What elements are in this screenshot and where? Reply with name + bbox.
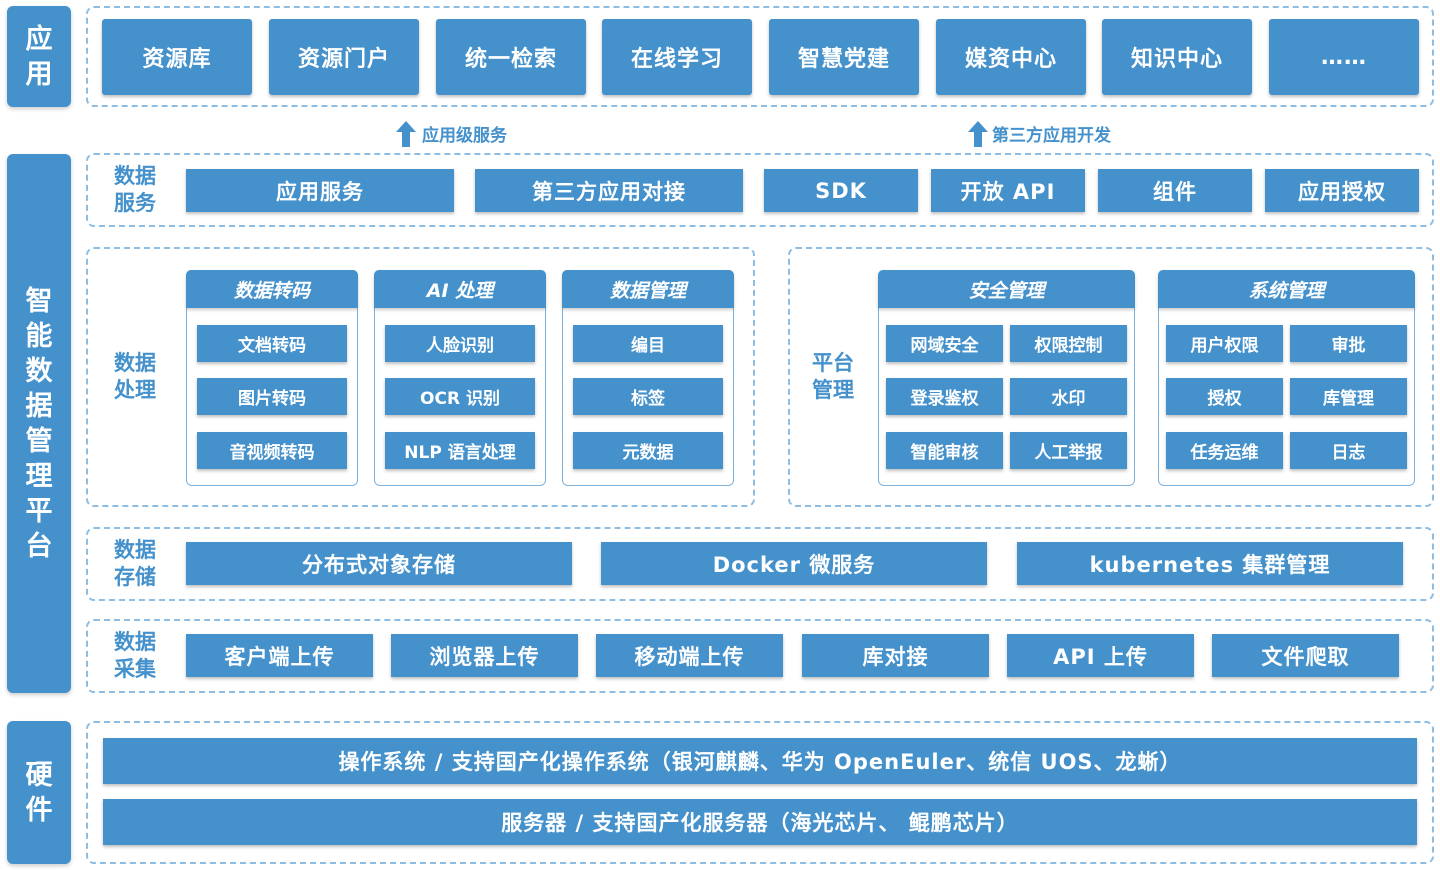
data-processing-label: 数据处理 [114, 351, 156, 402]
data-storage-label: 数据存储 [114, 538, 156, 589]
app-service-label: 应用级服务 [422, 126, 507, 146]
processing-item: 文档转码 [197, 325, 347, 362]
management-item: 登录鉴权 [886, 378, 1003, 415]
data-processing-layer [86, 247, 755, 507]
management-item: 权限控制 [1010, 325, 1127, 362]
app-item: 媒资中心 [936, 19, 1086, 95]
platform-side-label: 智能数据管理平台 [7, 154, 71, 693]
hardware-layer [86, 721, 1434, 864]
platform-management-layer [788, 247, 1434, 507]
processing-item: 元数据 [573, 432, 723, 469]
management-card-title: 安全管理 [878, 270, 1135, 308]
processing-item: NLP 语言处理 [385, 432, 535, 469]
app-item: 资源门户 [269, 19, 419, 95]
management-item: 日志 [1290, 432, 1407, 469]
storage-item: kubernetes 集群管理 [1017, 542, 1403, 585]
management-item: 水印 [1010, 378, 1127, 415]
processing-card-title: AI 处理 [374, 270, 546, 308]
management-item: 库管理 [1290, 378, 1407, 415]
service-item: 组件 [1098, 169, 1252, 212]
processing-item: 人脸识别 [385, 325, 535, 362]
management-item: 用户权限 [1166, 325, 1283, 362]
service-item: 开放 API [931, 169, 1085, 212]
collection-item: 客户端上传 [186, 634, 373, 677]
collection-item: 浏览器上传 [391, 634, 578, 677]
server-bar: 服务器 / 支持国产化服务器（海光芯片、 鲲鹏芯片） [103, 799, 1417, 845]
service-item: SDK [764, 169, 918, 212]
service-item: 应用服务 [186, 169, 454, 212]
hardware-side-label: 硬件 [7, 721, 71, 864]
management-card-title: 系统管理 [1158, 270, 1415, 308]
up-arrow-icon [968, 121, 988, 147]
data-storage-layer [86, 527, 1434, 601]
management-item: 授权 [1166, 378, 1283, 415]
processing-item: OCR 识别 [385, 378, 535, 415]
app-item: 智慧党建 [769, 19, 919, 95]
up-arrow-icon [396, 121, 416, 147]
apps-layer [86, 6, 1434, 107]
management-item: 任务运维 [1166, 432, 1283, 469]
processing-item: 标签 [573, 378, 723, 415]
collection-item: 文件爬取 [1212, 634, 1399, 677]
app-item: 统一检索 [436, 19, 586, 95]
app-item: 在线学习 [602, 19, 752, 95]
data-collection-label: 数据采集 [114, 630, 156, 681]
app-item: …… [1269, 19, 1419, 95]
collection-item: 库对接 [802, 634, 989, 677]
collection-item: 移动端上传 [596, 634, 783, 677]
storage-item: 分布式对象存储 [186, 542, 572, 585]
data-services-layer [86, 153, 1434, 227]
management-item: 审批 [1290, 325, 1407, 362]
management-item: 网域安全 [886, 325, 1003, 362]
service-item: 应用授权 [1265, 169, 1419, 212]
storage-item: Docker 微服务 [601, 542, 987, 585]
app-item: 知识中心 [1102, 19, 1252, 95]
app-service-arrow: 应用级服务 [394, 116, 507, 148]
third-party-label: 第三方应用开发 [992, 126, 1111, 146]
management-item: 智能审核 [886, 432, 1003, 469]
platform-management-label: 平台管理 [812, 351, 854, 402]
app-item: 资源库 [102, 19, 252, 95]
processing-item: 编目 [573, 325, 723, 362]
third-party-arrow: 第三方应用开发 [966, 116, 1111, 148]
processing-card-title: 数据转码 [186, 270, 358, 308]
collection-item: API 上传 [1007, 634, 1194, 677]
data-services-label: 数据服务 [114, 164, 156, 215]
processing-card-title: 数据管理 [562, 270, 734, 308]
os-bar: 操作系统 / 支持国产化操作系统（银河麒麟、华为 OpenEuler、统信 UO… [103, 738, 1417, 784]
data-collection-layer [86, 619, 1434, 693]
apps-side-label: 应用 [7, 6, 71, 107]
service-item: 第三方应用对接 [475, 169, 743, 212]
management-item: 人工举报 [1010, 432, 1127, 469]
processing-item: 图片转码 [197, 378, 347, 415]
processing-item: 音视频转码 [197, 432, 347, 469]
